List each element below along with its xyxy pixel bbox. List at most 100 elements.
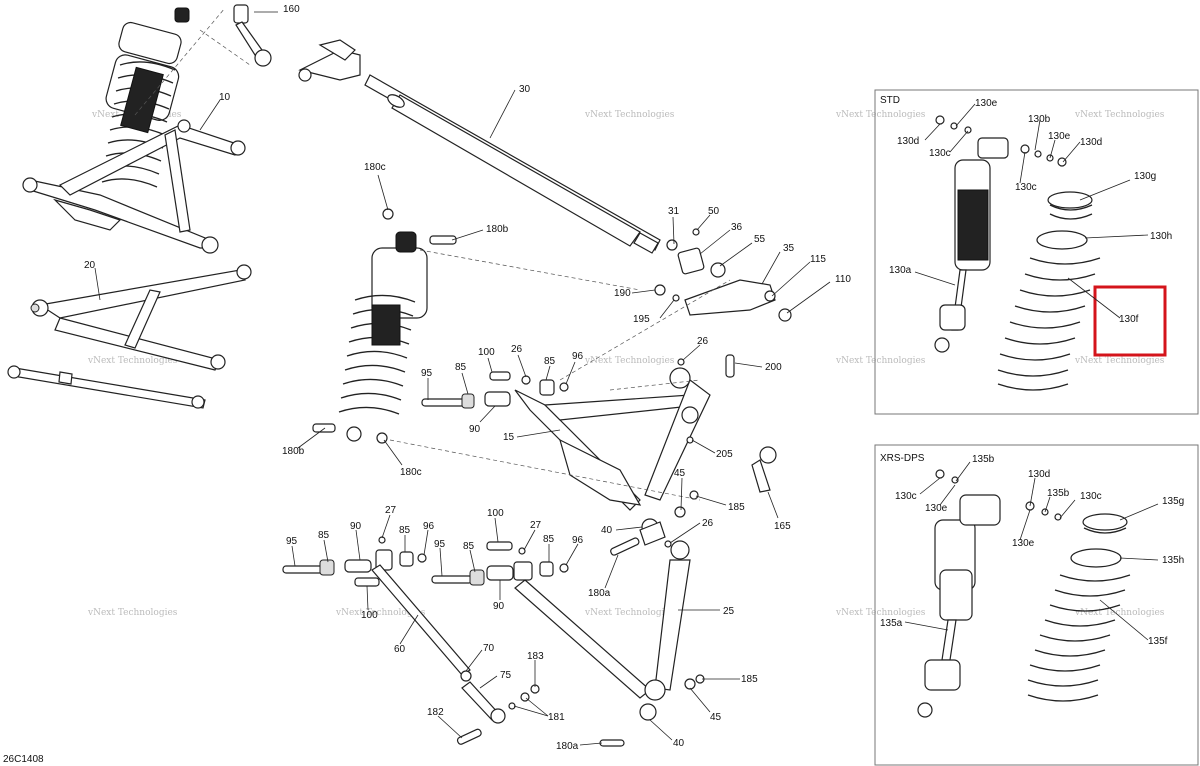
svg-text:195: 195 <box>633 314 650 325</box>
svg-text:vNext Technologies: vNext Technologies <box>584 608 675 618</box>
front-shock-assembly-topleft <box>101 7 190 188</box>
xrs-shock <box>917 469 1062 718</box>
svg-text:27: 27 <box>530 520 542 531</box>
svg-text:96: 96 <box>423 521 435 532</box>
svg-text:95: 95 <box>421 368 433 379</box>
svg-text:55: 55 <box>754 234 766 245</box>
svg-text:135b: 135b <box>1047 488 1070 499</box>
svg-text:100: 100 <box>487 508 504 519</box>
svg-text:100: 100 <box>478 347 495 358</box>
lower-arm-25-assembly <box>431 521 705 747</box>
svg-text:205: 205 <box>716 449 733 460</box>
svg-text:50: 50 <box>708 206 720 217</box>
svg-text:130c: 130c <box>929 148 951 159</box>
svg-text:130e: 130e <box>1012 538 1035 549</box>
svg-text:130e: 130e <box>1048 131 1071 142</box>
svg-text:75: 75 <box>500 670 512 681</box>
svg-text:vNext Technologies: vNext Technologies <box>87 608 178 618</box>
svg-text:190: 190 <box>614 288 631 299</box>
svg-text:vNext Technologies: vNext Technologies <box>584 110 675 120</box>
svg-text:130c: 130c <box>1080 491 1102 502</box>
svg-text:200: 200 <box>765 362 782 373</box>
svg-text:45: 45 <box>710 712 722 723</box>
svg-text:vNext Technologies: vNext Technologies <box>1074 356 1165 366</box>
svg-text:130e: 130e <box>975 98 998 109</box>
svg-text:27: 27 <box>385 505 397 516</box>
svg-text:130d: 130d <box>1028 469 1050 480</box>
svg-text:vNext Technologies: vNext Technologies <box>835 110 926 120</box>
svg-text:100: 100 <box>361 610 378 621</box>
pitman-arm-160 <box>233 4 361 82</box>
svg-text:135b: 135b <box>972 454 995 465</box>
svg-text:115: 115 <box>810 254 826 265</box>
svg-text:135a: 135a <box>880 618 903 629</box>
svg-text:45: 45 <box>674 468 686 479</box>
svg-text:36: 36 <box>731 222 743 233</box>
svg-text:96: 96 <box>572 535 584 546</box>
svg-text:26: 26 <box>511 344 523 355</box>
leader-lines <box>94 11 1159 746</box>
svg-text:vNext Technologies: vNext Technologies <box>835 356 926 366</box>
lower-a-arm-20 <box>30 264 252 371</box>
svg-text:85: 85 <box>543 534 555 545</box>
svg-text:110: 110 <box>835 274 851 285</box>
svg-text:vNext Technologies: vNext Technologies <box>1074 110 1165 120</box>
svg-text:130a: 130a <box>889 265 912 276</box>
std-shock <box>934 115 1067 353</box>
svg-text:181: 181 <box>548 712 565 723</box>
upper-a-arm-15 <box>514 367 711 536</box>
hardware-cluster-center <box>654 228 792 322</box>
lower-arm-60-assembly <box>282 536 540 745</box>
svg-text:15: 15 <box>503 432 515 443</box>
svg-text:130c: 130c <box>895 491 917 502</box>
svg-text:85: 85 <box>544 356 556 367</box>
std-panel <box>874 89 1199 415</box>
svg-text:85: 85 <box>455 362 467 373</box>
svg-text:95: 95 <box>434 539 446 550</box>
svg-text:96: 96 <box>572 351 584 362</box>
svg-text:25: 25 <box>723 606 735 617</box>
svg-text:185: 185 <box>728 502 745 513</box>
svg-text:130g: 130g <box>1134 171 1156 182</box>
steering-shaft-30 <box>364 74 661 254</box>
diagram-code: 26C1408 <box>3 754 44 765</box>
xrs-panel <box>874 444 1199 766</box>
callout-labels: 160 10 30 20 180c 180b 180b 180c 31 50 3… <box>3 4 1184 765</box>
highlight-130f-box <box>1093 285 1167 357</box>
svg-text:182: 182 <box>427 707 444 718</box>
svg-text:165: 165 <box>774 521 791 532</box>
svg-text:vNext Technologies: vNext Technologies <box>584 356 675 366</box>
std-panel-title: STD <box>880 95 900 106</box>
svg-text:40: 40 <box>673 738 685 749</box>
svg-text:vNext Technologies: vNext Technologies <box>335 608 426 618</box>
tie-rod-left <box>7 365 206 409</box>
svg-text:31: 31 <box>668 206 680 217</box>
svg-text:180a: 180a <box>588 588 611 599</box>
center-shock-assembly <box>312 208 457 444</box>
svg-text:130e: 130e <box>925 503 948 514</box>
svg-text:60: 60 <box>394 644 406 655</box>
svg-text:90: 90 <box>469 424 481 435</box>
svg-text:26: 26 <box>702 518 714 529</box>
svg-text:85: 85 <box>399 525 411 536</box>
xrs-spring <box>1027 513 1131 702</box>
svg-text:180a: 180a <box>556 741 579 752</box>
svg-text:180c: 180c <box>364 162 386 173</box>
svg-text:130b: 130b <box>1028 114 1051 125</box>
svg-text:vNext Technologies: vNext Technologies <box>835 608 926 618</box>
svg-text:130d: 130d <box>1080 137 1102 148</box>
std-spring <box>997 191 1101 391</box>
svg-text:130h: 130h <box>1150 231 1172 242</box>
svg-text:70: 70 <box>483 643 495 654</box>
xrs-panel-title: XRS-DPS <box>880 453 925 464</box>
svg-text:135g: 135g <box>1162 496 1184 507</box>
highlight-label-130f: 130f <box>1119 314 1139 325</box>
svg-text:95: 95 <box>286 536 298 547</box>
svg-text:vNext Technologies: vNext Technologies <box>1074 608 1165 618</box>
svg-text:10: 10 <box>219 92 231 103</box>
guide-lines-topleft <box>134 7 251 116</box>
svg-text:vNext Technologies: vNext Technologies <box>87 356 178 366</box>
svg-text:85: 85 <box>318 530 330 541</box>
svg-text:185: 185 <box>741 674 758 685</box>
